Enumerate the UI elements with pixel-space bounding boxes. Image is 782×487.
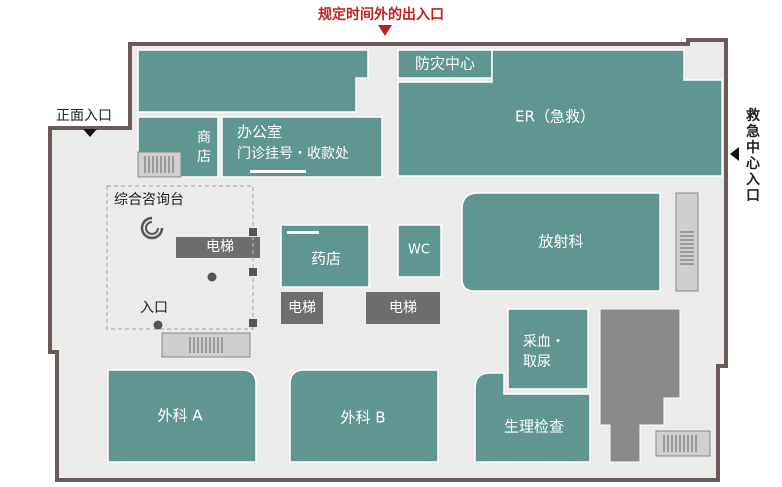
main-entrance-label: 正面入口 <box>56 108 112 124</box>
escalator-bottom-center <box>161 332 251 358</box>
pillar <box>249 268 257 276</box>
info-desk-area <box>106 185 254 330</box>
counter-marker <box>250 170 306 173</box>
er-label: ER（急救） <box>515 107 595 126</box>
info-spiral-icon <box>140 216 164 240</box>
room-blood-urine <box>507 308 589 390</box>
elevator-1 <box>176 237 260 258</box>
wc-label: WC <box>408 242 430 258</box>
surgery-a-label: 外科 A <box>157 406 203 425</box>
black-left-triangle-icon <box>730 147 739 161</box>
red-down-triangle-icon <box>378 25 392 36</box>
pillar-dot <box>207 272 217 282</box>
inner-entrance-label: 入口 <box>140 300 168 316</box>
blood-urine-label: 采血・ 取尿 <box>523 334 565 370</box>
room-wc <box>397 224 442 278</box>
escalator-right <box>675 192 699 292</box>
elevator-2 <box>281 292 323 324</box>
physiology-label: 生理检查 <box>503 417 565 436</box>
service-area-block <box>599 308 681 463</box>
radiology-label: 放射科 <box>538 232 584 251</box>
emergency-entrance-label: 救 急 中 心 入 口 <box>746 108 760 204</box>
room-disaster-center <box>397 49 493 79</box>
elevator-3-label: 电梯 <box>389 299 417 316</box>
pharmacy-label: 药店 <box>310 249 342 268</box>
room-er <box>397 49 723 177</box>
room-surgery-b <box>289 369 439 463</box>
escalator-left <box>137 151 182 178</box>
room-physiology <box>474 372 591 463</box>
office-label: 办公室 <box>237 123 283 141</box>
pillar <box>249 319 257 327</box>
pillar <box>249 228 257 236</box>
room-radiology <box>461 192 661 292</box>
after-hours-entrance-label: 规定时间外的出入口 <box>318 7 444 23</box>
room-surgery-a <box>107 369 257 463</box>
elevator-2-label: 电梯 <box>288 299 316 316</box>
room-pharmacy <box>280 224 370 288</box>
room-office <box>221 116 383 178</box>
escalator-bottom-right <box>655 430 711 457</box>
shop-label: 商 店 <box>197 130 211 165</box>
disaster-center-label: 防灾中心 <box>414 54 476 73</box>
counter-marker <box>287 231 319 234</box>
entrance-dot <box>153 320 163 330</box>
elevator-1-label: 电梯 <box>206 238 234 255</box>
elevator-3 <box>366 292 440 324</box>
reception-payment-label: 门诊挂号・收款处 <box>237 146 349 162</box>
surgery-b-label: 外科 B <box>340 408 386 427</box>
room-top-left-block <box>137 49 369 113</box>
black-down-triangle-icon <box>83 129 97 137</box>
info-desk-label: 综合咨询台 <box>114 192 184 208</box>
